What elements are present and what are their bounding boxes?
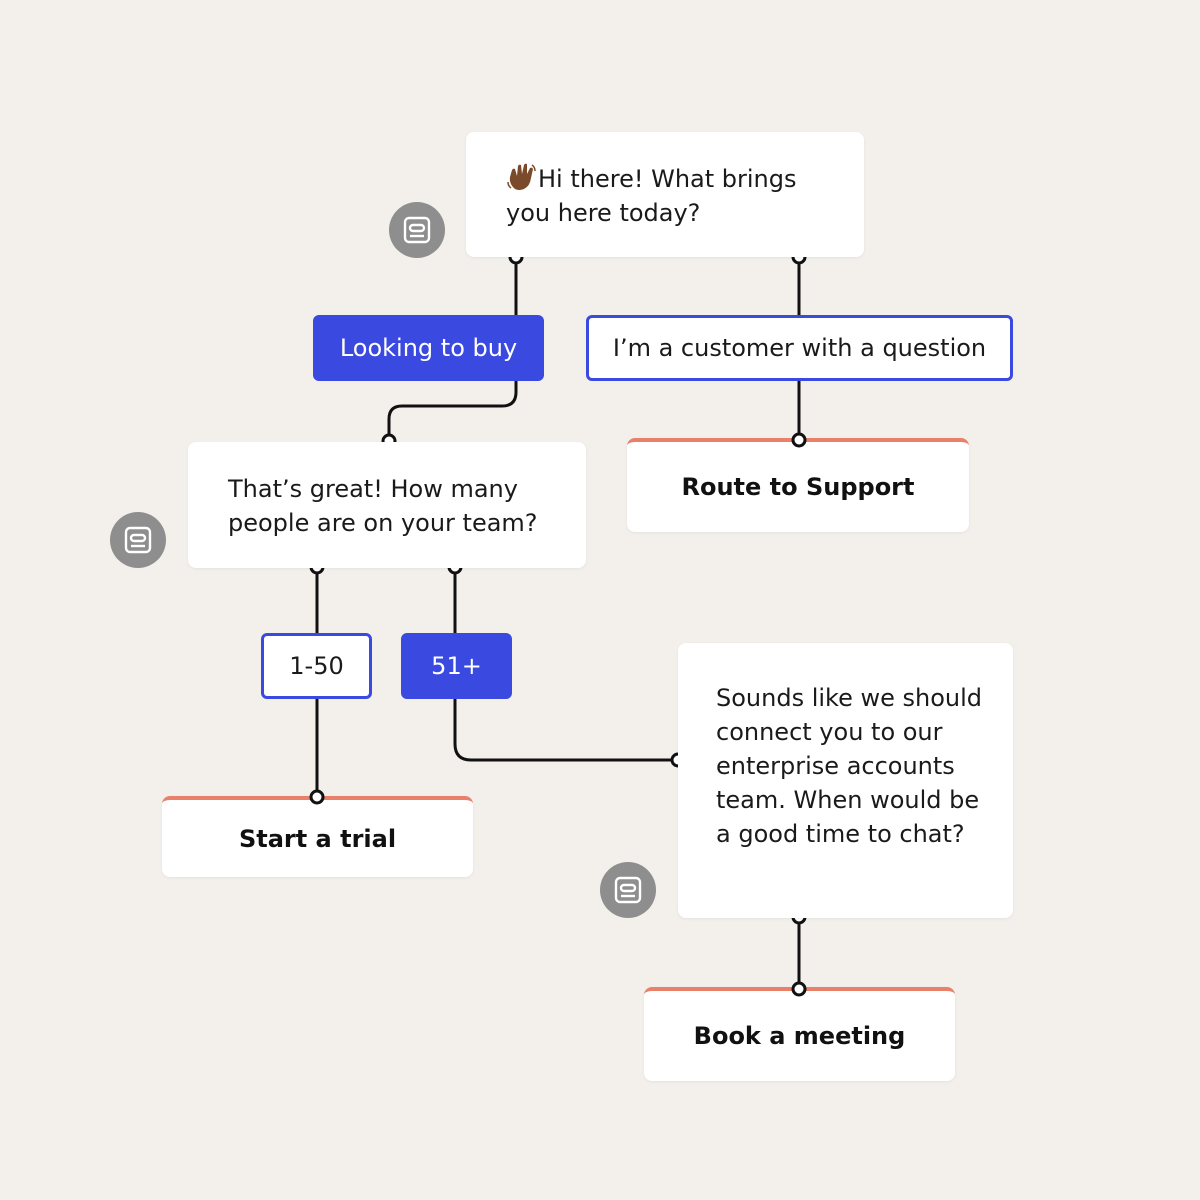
team-size-message-card: That’s great! How many people are on you… <box>188 442 586 568</box>
team-size-text: That’s great! How many people are on you… <box>228 475 538 537</box>
book-meeting-action[interactable]: Book a meeting <box>644 987 955 1081</box>
start-trial-action[interactable]: Start a trial <box>162 796 473 877</box>
size-51-plus-button[interactable]: 51+ <box>401 633 512 699</box>
greeting-text: Hi there! What brings you here today? <box>506 165 797 227</box>
bot-avatar <box>600 862 656 918</box>
customer-question-button[interactable]: I’m a customer with a question <box>586 315 1013 381</box>
bot-icon <box>124 526 152 554</box>
bot-icon <box>403 216 431 244</box>
connector-buy-to-teamsize <box>387 380 518 441</box>
connector-large-to-enterprise <box>453 698 678 762</box>
waving-hand-icon <box>507 163 536 190</box>
bot-avatar <box>389 202 445 258</box>
looking-to-buy-button[interactable]: Looking to buy <box>313 315 544 381</box>
route-to-support-action[interactable]: Route to Support <box>627 438 969 532</box>
greeting-message-card: Hi there! What brings you here today? <box>466 132 864 257</box>
enterprise-message-card: Sounds like we should connect you to our… <box>678 643 1013 918</box>
enterprise-text: Sounds like we should connect you to our… <box>716 684 983 848</box>
bot-avatar <box>110 512 166 568</box>
bot-icon <box>614 876 642 904</box>
size-1-50-button[interactable]: 1-50 <box>261 633 372 699</box>
